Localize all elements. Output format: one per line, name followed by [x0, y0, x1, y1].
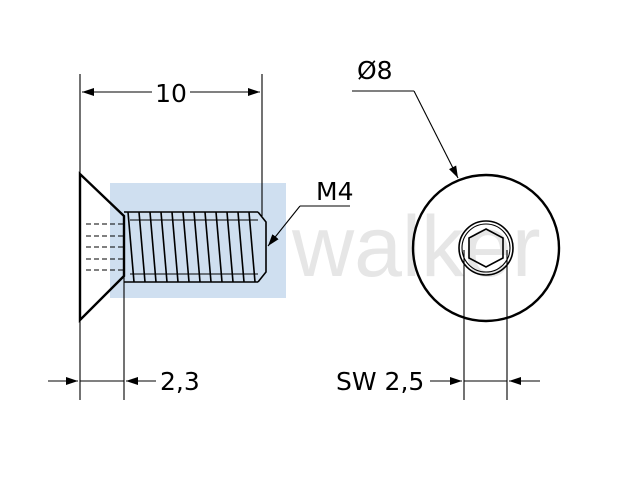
- thread-crest-line: [182, 211, 190, 283]
- thread-crest-line: [226, 211, 234, 283]
- side-view: [78, 171, 267, 323]
- thread-crest-line: [138, 211, 146, 283]
- watermark: walker: [110, 183, 541, 298]
- thread-crest-line: [127, 211, 135, 283]
- thread-shank: [124, 211, 267, 283]
- thread-label: M4: [316, 177, 353, 206]
- thread-crest-line: [204, 211, 212, 283]
- dimension-length: 10: [79, 74, 263, 216]
- socket-circle-inner: [461, 223, 511, 273]
- thread-crest-line: [160, 211, 168, 283]
- thread-crest-line: [215, 211, 223, 283]
- thread-crest-line: [193, 211, 201, 283]
- head-height-label: 2,3: [160, 367, 200, 396]
- dimension-thread: M4: [267, 177, 353, 247]
- head-circle: [411, 173, 561, 323]
- thread-crest-line: [237, 211, 245, 283]
- thread-crest-line: [171, 211, 179, 283]
- length-label: 10: [155, 79, 187, 108]
- hidden-socket-lines: [86, 223, 124, 271]
- head-diameter-label: Ø8: [357, 56, 393, 85]
- hex-socket: [468, 228, 504, 268]
- socket-size-label: SW 2,5: [336, 367, 424, 396]
- thread-crest-line: [248, 211, 256, 283]
- watermark-text: walker: [291, 199, 541, 295]
- end-view: [411, 173, 561, 323]
- thread-crest-line: [149, 211, 157, 283]
- watermark-box: [110, 183, 286, 298]
- dimension-head-height: 2,3: [48, 276, 200, 400]
- socket-circle-outer: [458, 220, 514, 276]
- dimension-head-diameter: Ø8: [352, 56, 459, 179]
- dimension-socket-size: SW 2,5: [336, 250, 540, 400]
